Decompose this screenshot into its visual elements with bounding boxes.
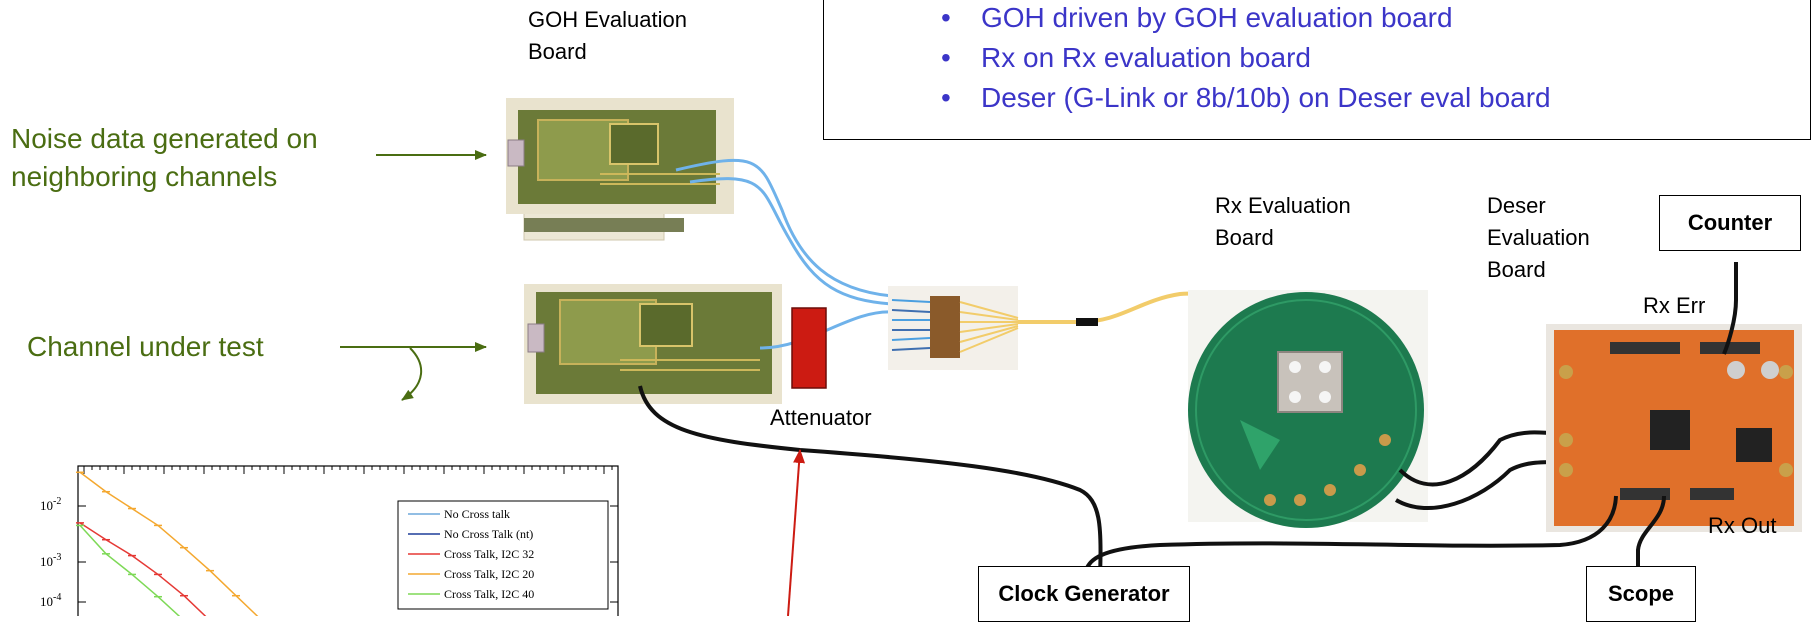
scope-label: Scope xyxy=(1607,581,1675,606)
series-line-2 xyxy=(79,522,207,616)
bullet-text: Deser (G-Link or 8b/10b) on Deser eval b… xyxy=(981,82,1551,113)
info-bullet-deser: • Deser (G-Link or 8b/10b) on Deser eval … xyxy=(941,78,1551,118)
bullet-icon: • xyxy=(941,82,951,113)
noise-annotation: Noise data generated on neighboring chan… xyxy=(11,123,318,192)
goh-board-noise xyxy=(506,98,734,232)
y-tick-1e-4: 10-4 xyxy=(40,592,61,609)
clock-generator-box[interactable]: Clock Generator xyxy=(978,566,1190,622)
legend-label-4: Cross Talk, I2C 40 xyxy=(444,587,534,601)
bullet-icon: • xyxy=(941,2,951,33)
y-tick-1e-3: 10-3 xyxy=(40,552,61,569)
channel-curve-arrow xyxy=(401,347,423,401)
series-line-3 xyxy=(79,471,259,616)
legend-box xyxy=(397,500,609,610)
rx-out-label: Rx Out xyxy=(1708,513,1777,538)
bullet-icon: • xyxy=(941,42,951,73)
legend-label-1: No Cross Talk (nt) xyxy=(444,527,533,541)
channel-annotation: Channel under test xyxy=(27,331,264,362)
y-tick-1e-2: 10-2 xyxy=(40,496,61,513)
attenuator-label: Attenuator xyxy=(770,405,872,430)
bullet-text: Rx on Rx evaluation board xyxy=(981,42,1311,73)
info-box: • GOH driven by GOH evaluation board • Rx … xyxy=(823,0,1811,140)
counter-label: Counter xyxy=(1687,210,1773,235)
clock-generator-label: Clock Generator xyxy=(998,581,1170,606)
deser-eval-board xyxy=(1546,324,1802,532)
goh-board-test xyxy=(524,284,782,404)
rx-err-label: Rx Err xyxy=(1643,293,1706,318)
plot-legend: No Cross talk No Cross Talk (nt) Cross Tal… xyxy=(397,500,609,610)
clock-cables xyxy=(638,385,1618,576)
fiber-plug xyxy=(1076,318,1098,326)
ber-plot: 10-2 10-3 10-4 No Cross talk No Cross Tal… xyxy=(40,465,619,616)
bullet-text: GOH driven by GOH evaluation board xyxy=(981,2,1453,33)
attenuator-block xyxy=(791,307,827,389)
deser-board-label: Deser Evaluation Board xyxy=(1487,193,1590,282)
rx-eval-board xyxy=(1188,290,1428,528)
counter-cable xyxy=(1722,262,1738,355)
legend-label-3: Cross Talk, I2C 20 xyxy=(444,567,534,581)
legend-label-0: No Cross talk xyxy=(444,507,510,521)
info-bullet-goh: • GOH driven by GOH evaluation board xyxy=(941,0,1551,38)
goh-board-label: GOH Evaluation Board xyxy=(528,7,687,64)
rx-board-label: Rx Evaluation Board xyxy=(1215,193,1351,250)
rx-to-deser-cables xyxy=(1394,430,1561,510)
info-bullet-list: • GOH driven by GOH evaluation board • Rx … xyxy=(941,0,1551,118)
plot-top-ticks xyxy=(83,466,613,474)
info-bullet-rx: • Rx on Rx evaluation board xyxy=(941,38,1551,78)
scope-cable xyxy=(1636,495,1666,575)
blue-fibers xyxy=(675,158,893,350)
attenuator-arrow xyxy=(787,449,806,616)
legend-label-2: Cross Talk, I2C 32 xyxy=(444,547,534,561)
fiber-connector xyxy=(888,286,1019,370)
scope-box[interactable]: Scope xyxy=(1586,566,1696,622)
counter-box[interactable]: Counter xyxy=(1659,195,1801,251)
